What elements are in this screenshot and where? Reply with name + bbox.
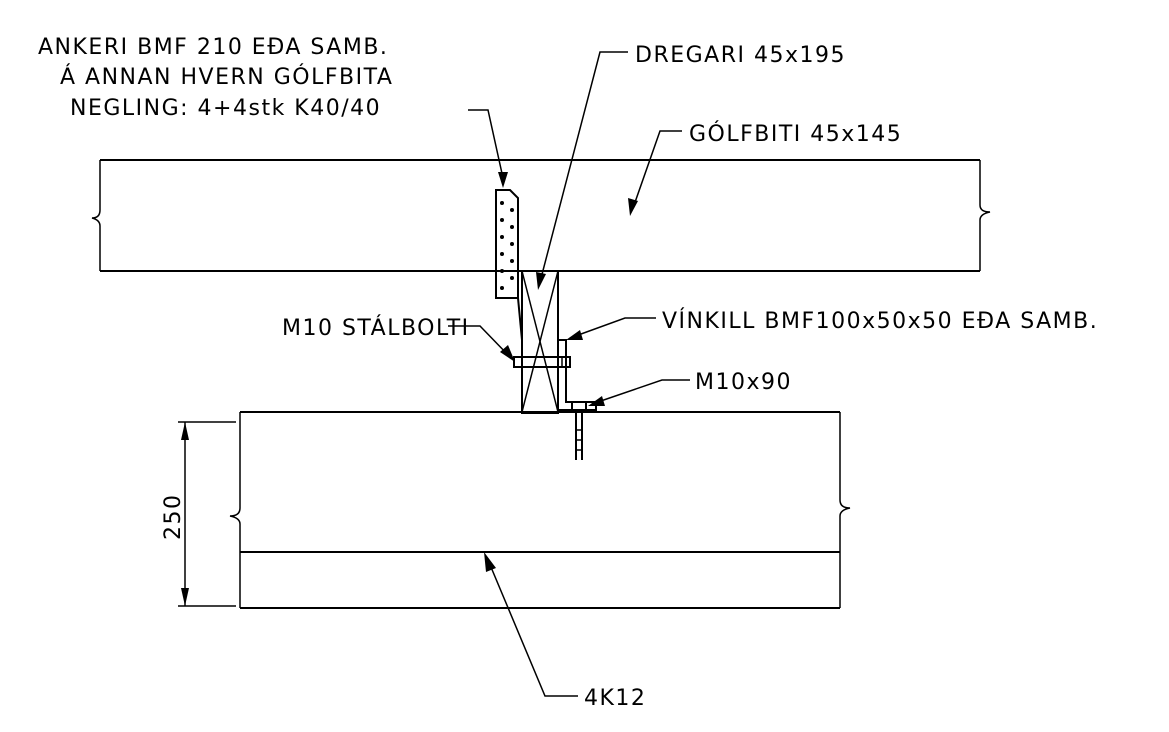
vinkill-label: VÍNKILL BMF100x50x50 EÐA SAMB. [662, 308, 1098, 334]
m10x90-bolt [571, 401, 587, 460]
angle-bracket [558, 339, 597, 411]
anchor-plate [495, 189, 523, 341]
stalbolti-label: M10 STÁLBOLTI [282, 315, 470, 341]
dregari-beam [521, 270, 559, 414]
dimension-250: 250 [161, 421, 236, 607]
m10x90-label: M10x90 [695, 370, 792, 395]
rebar-label: 4K12 [584, 686, 646, 711]
anchor-label-line1: ANKERI BMF 210 EÐA SAMB. [38, 35, 388, 60]
floor-joist [91, 159, 991, 272]
m10-steel-bolt [513, 356, 571, 368]
anchor-label-line2: Á ANNAN HVERN GÓLFBITA [60, 64, 393, 90]
golfbiti-label: GÓLFBITI 45x145 [689, 121, 902, 147]
leader-lines [448, 51, 690, 697]
anchor-label-line3: NEGLING: 4+4stk K40/40 [70, 96, 381, 121]
concrete-beam [229, 411, 851, 609]
dimension-label: 250 [161, 494, 186, 541]
dregari-label: DREGARI 45x195 [635, 43, 846, 68]
